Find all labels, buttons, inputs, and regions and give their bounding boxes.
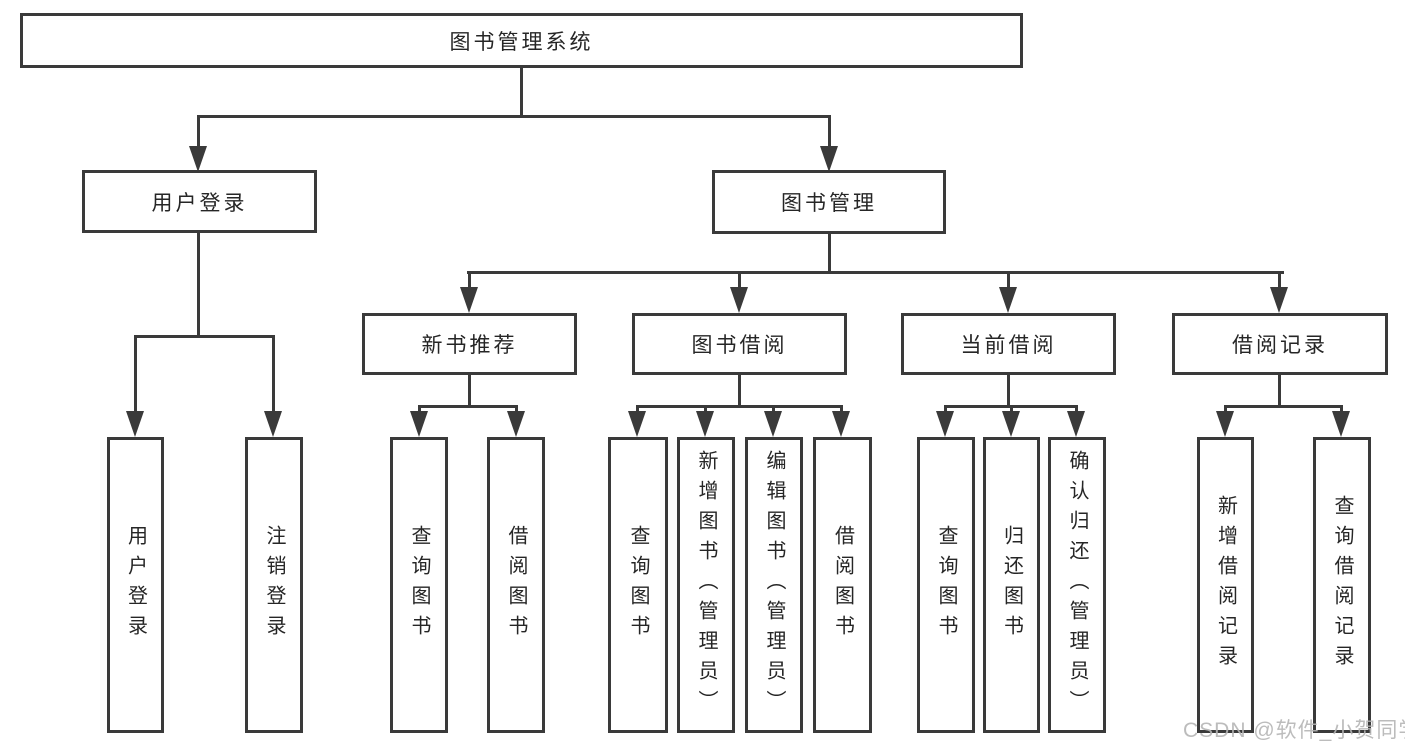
leaf-return-book: 归还图书 <box>983 437 1040 733</box>
arrow-down-icon <box>820 146 838 172</box>
arrow-down-icon <box>936 411 954 437</box>
leaf-confirm-return-admin-label: 确认归还（管理员） <box>1066 450 1088 720</box>
arrow-down-icon <box>730 287 748 313</box>
arrow-down-icon <box>696 411 714 437</box>
node-book-management: 图书管理 <box>712 170 946 234</box>
connector-line <box>1278 373 1281 408</box>
leaf-logout-label: 注销登录 <box>263 525 285 645</box>
arrow-down-icon <box>832 411 850 437</box>
connector-line <box>1278 271 1281 289</box>
arrow-down-icon <box>628 411 646 437</box>
leaf-query-books-current: 查询图书 <box>917 437 975 733</box>
leaf-add-borrow-record: 新增借阅记录 <box>1197 437 1254 733</box>
arrow-down-icon <box>126 411 144 437</box>
leaf-edit-book-admin-label: 编辑图书（管理员） <box>763 450 785 720</box>
arrow-down-icon <box>189 146 207 172</box>
connector-line <box>197 115 200 152</box>
leaf-borrow-books: 借阅图书 <box>813 437 872 733</box>
leaf-logout: 注销登录 <box>245 437 303 733</box>
leaf-query-books-borrow: 查询图书 <box>608 437 668 733</box>
leaf-add-borrow-record-label: 新增借阅记录 <box>1214 495 1237 675</box>
node-book-borrowing-label: 图书借阅 <box>691 334 788 357</box>
arrow-down-icon <box>507 411 525 437</box>
leaf-confirm-return-admin: 确认归还（管理员） <box>1048 437 1106 733</box>
connector-line <box>272 335 275 415</box>
node-borrowing-records: 借阅记录 <box>1172 313 1388 375</box>
leaf-borrow-books-recommend: 借阅图书 <box>487 437 545 733</box>
connector-line <box>738 271 741 289</box>
node-current-borrowing-label: 当前借阅 <box>960 334 1057 357</box>
connector-line <box>636 405 843 408</box>
arrow-down-icon <box>460 287 478 313</box>
leaf-query-books-recommend-label: 查询图书 <box>408 525 430 645</box>
leaf-borrow-books-label: 借阅图书 <box>831 525 854 645</box>
connector-line <box>828 232 831 274</box>
connector-line <box>738 373 741 408</box>
arrow-down-icon <box>264 411 282 437</box>
connector-line <box>197 115 831 118</box>
connector-line <box>828 115 831 152</box>
node-book-management-label: 图书管理 <box>781 192 877 215</box>
node-borrowing-records-label: 借阅记录 <box>1232 334 1328 357</box>
arrow-down-icon <box>764 411 782 437</box>
node-current-borrowing: 当前借阅 <box>901 313 1116 375</box>
leaf-query-borrow-record-label: 查询借阅记录 <box>1331 495 1353 675</box>
connector-line <box>520 66 523 118</box>
connector-line <box>1007 373 1010 408</box>
node-book-borrowing: 图书借阅 <box>632 313 847 375</box>
arrow-down-icon <box>1332 411 1350 437</box>
arrow-down-icon <box>1216 411 1234 437</box>
leaf-user-login-label: 用户登录 <box>124 525 147 645</box>
leaf-query-books-recommend: 查询图书 <box>390 437 448 733</box>
node-library-system-label: 图书管理系统 <box>449 30 594 54</box>
connector-line <box>197 231 200 338</box>
leaf-user-login: 用户登录 <box>107 437 164 733</box>
connector-line <box>1007 271 1010 289</box>
node-new-book-recommend: 新书推荐 <box>362 313 577 375</box>
node-user-login-label: 用户登录 <box>151 191 248 215</box>
node-library-system: 图书管理系统 <box>20 13 1023 68</box>
leaf-add-book-admin: 新增图书（管理员） <box>677 437 735 733</box>
connector-line <box>468 271 471 289</box>
connector-line <box>134 335 137 415</box>
connector-line <box>1224 405 1343 408</box>
node-new-book-recommend-label: 新书推荐 <box>421 334 518 357</box>
arrow-down-icon <box>410 411 428 437</box>
arrow-down-icon <box>1067 411 1085 437</box>
connector-line <box>418 405 518 408</box>
connector-line <box>134 335 275 338</box>
connector-line <box>468 373 471 408</box>
csdn-watermark: CSDN @软件_小贺同学 <box>1183 719 1405 742</box>
node-user-login: 用户登录 <box>82 170 317 233</box>
arrow-down-icon <box>1270 287 1288 313</box>
leaf-add-book-admin-label: 新增图书（管理员） <box>695 450 717 720</box>
leaf-borrow-books-recommend-label: 借阅图书 <box>505 525 527 645</box>
arrow-down-icon <box>999 287 1017 313</box>
leaf-edit-book-admin: 编辑图书（管理员） <box>745 437 803 733</box>
leaf-return-book-label: 归还图书 <box>1000 525 1023 645</box>
leaf-query-books-current-label: 查询图书 <box>935 525 957 645</box>
leaf-query-books-borrow-label: 查询图书 <box>627 525 649 645</box>
arrow-down-icon <box>1002 411 1020 437</box>
connector-line <box>467 271 1284 274</box>
leaf-query-borrow-record: 查询借阅记录 <box>1313 437 1371 733</box>
